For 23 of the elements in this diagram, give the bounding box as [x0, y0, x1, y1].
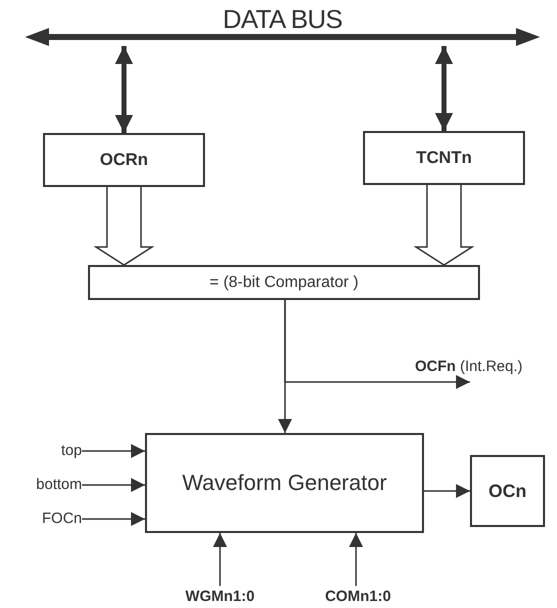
arrow [435, 46, 453, 131]
hollow-arrow [93, 186, 155, 266]
arrow [82, 512, 145, 526]
arrow [284, 300, 470, 389]
register-box: OCRn [43, 133, 205, 187]
signal-label: WGMn1:0 [185, 588, 255, 606]
arrow [349, 533, 363, 586]
bus-label: DATA BUS [222, 6, 342, 32]
hollow-arrow [413, 184, 475, 266]
signal-label: top [61, 442, 82, 460]
arrow [82, 478, 145, 492]
register-box: TCNTn [363, 131, 525, 185]
output-box: OCn [470, 455, 545, 527]
arrow [82, 444, 145, 458]
comparator-box: = (8-bit Comparator ) [88, 265, 480, 300]
arrow [213, 533, 227, 586]
arrow [424, 484, 470, 498]
signal-label: FOCn [42, 510, 82, 528]
generator-box: Waveform Generator [145, 433, 424, 533]
signal-label: OCFn (Int.Req.) [415, 358, 523, 377]
arrow [115, 46, 133, 133]
signal-label: bottom [36, 476, 82, 494]
signal-label: COMn1:0 [325, 588, 391, 606]
